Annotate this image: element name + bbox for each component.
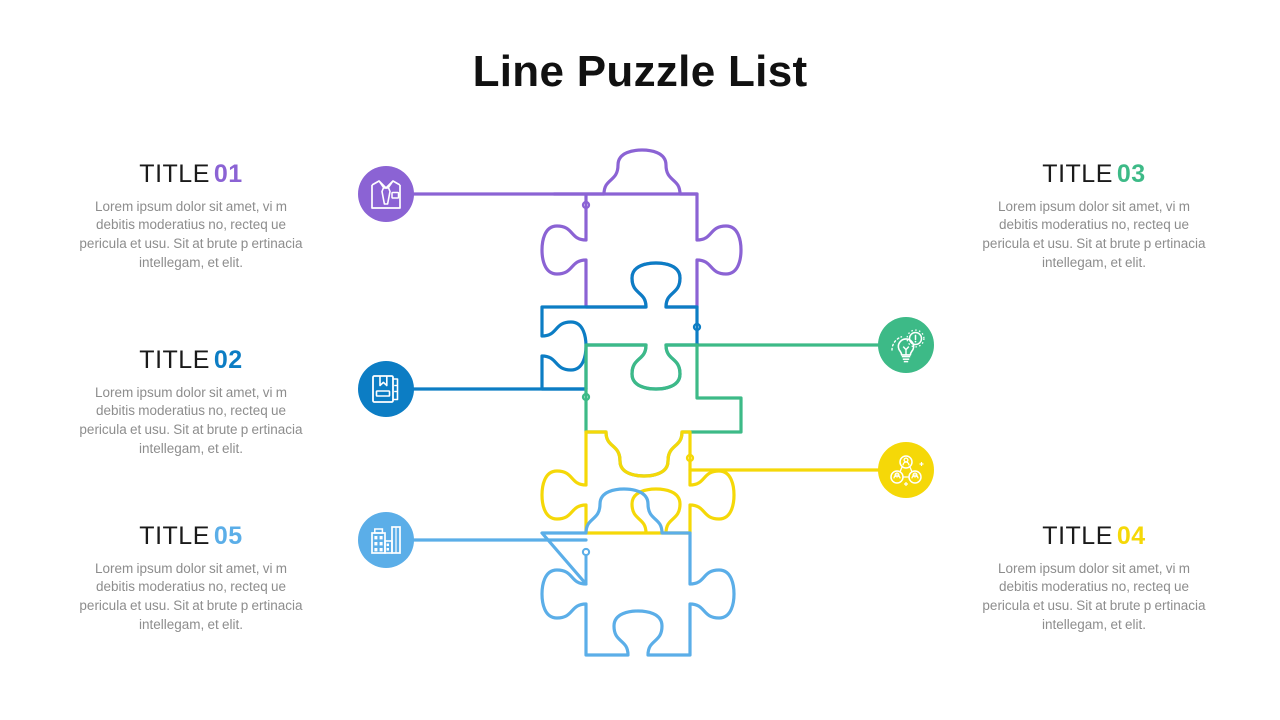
icon-badge-02[interactable] <box>358 361 414 417</box>
item-body-04: Lorem ipsum dolor sit amet, vi m debitis… <box>982 560 1206 632</box>
icon-badge-02-circle[interactable] <box>358 361 414 417</box>
item-body-01: Lorem ipsum dolor sit amet, vi m debitis… <box>79 198 303 270</box>
connector-02-dot <box>692 322 702 332</box>
connector-04-dot <box>685 453 695 463</box>
item-label-05: TITLE <box>139 522 210 550</box>
icon-badge-04[interactable] <box>878 442 934 498</box>
shirt-tie-icon <box>371 180 401 209</box>
icon-badge-05-circle[interactable] <box>358 512 414 568</box>
icon-badge-04-circle[interactable] <box>878 442 934 498</box>
lightbulb-idea-icon <box>891 329 925 363</box>
page-title: Line Puzzle List <box>472 47 808 96</box>
item-body-03: Lorem ipsum dolor sit amet, vi m debitis… <box>982 198 1206 270</box>
item-number-04: 04 <box>1116 522 1146 550</box>
connector-03-dot <box>581 392 591 402</box>
puzzle-piece-04 <box>540 430 736 535</box>
item-number-05: 05 <box>213 522 243 550</box>
icon-badge-03-circle[interactable] <box>878 317 934 373</box>
icon-badge-01[interactable] <box>358 166 414 222</box>
notebook-bookmark-icon <box>372 375 399 403</box>
item-number-02: 02 <box>213 346 243 374</box>
icon-badge-03[interactable] <box>878 317 934 373</box>
puzzle-piece-03 <box>584 343 743 478</box>
puzzle-piece-02 <box>540 261 699 391</box>
item-body-02: Lorem ipsum dolor sit amet, vi m debitis… <box>79 384 303 456</box>
connector-01-dot <box>581 200 591 210</box>
item-label-03: TITLE <box>1042 160 1113 188</box>
item-label-04: TITLE <box>1042 522 1113 550</box>
icon-badge-01-circle[interactable] <box>358 166 414 222</box>
item-label-02: TITLE <box>139 346 210 374</box>
item-number-03: 03 <box>1116 160 1146 188</box>
puzzle-piece-05 <box>540 487 736 657</box>
puzzle-piece-01 <box>540 148 743 309</box>
item-number-01: 01 <box>213 160 243 188</box>
city-buildings-icon <box>371 526 401 554</box>
people-network-icon <box>890 455 925 487</box>
connector-05-dot <box>581 547 591 557</box>
item-label-01: TITLE <box>139 160 210 188</box>
item-body-05: Lorem ipsum dolor sit amet, vi m debitis… <box>79 560 303 632</box>
icon-badge-05[interactable] <box>358 512 414 568</box>
